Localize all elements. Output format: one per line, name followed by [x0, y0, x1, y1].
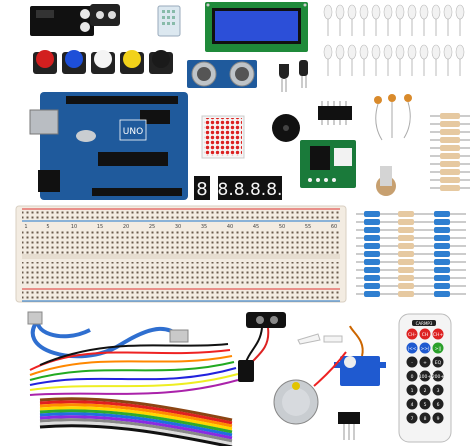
remote-btn-next — [419, 342, 431, 354]
bb-col-50: 50 — [279, 224, 285, 230]
remote-btn-plus — [419, 356, 431, 368]
resistor-array — [430, 113, 470, 191]
remote-btn-9 — [432, 412, 444, 424]
remote-label-prev: |<< — [407, 346, 416, 352]
jumper-wires — [29, 343, 239, 396]
remote-label-play: >|| — [435, 346, 442, 352]
remote-brand: CARMP3 — [416, 321, 433, 326]
bb-col-30: 30 — [175, 224, 181, 230]
remote-label-ch: CH — [422, 332, 429, 338]
remote-label-1: 1 — [411, 388, 414, 394]
bb-col-1: 1 — [24, 224, 27, 230]
battery-clip — [238, 312, 286, 382]
bb-col-40: 40 — [227, 224, 233, 230]
bb-col-25: 25 — [149, 224, 155, 230]
breadboard: 1 5 10 15 20 25 30 35 40 45 50 55 60 — [15, 205, 347, 303]
remote-btn-2 — [419, 384, 431, 396]
bb-col-55: 55 — [305, 224, 311, 230]
remote-btn-7 — [406, 412, 418, 424]
potentiometer — [376, 166, 396, 196]
led-rows — [323, 4, 465, 76]
led-strip-module — [90, 4, 120, 26]
remote-label-100: 100+ — [419, 374, 432, 380]
remote-label-2: 2 — [424, 388, 427, 394]
ic-chip — [318, 101, 352, 125]
remote-btn-ch — [419, 328, 431, 340]
remote-btn-0 — [406, 370, 418, 382]
arduino-uno-icon: UNO — [29, 92, 188, 200]
lcd-1602-icon — [205, 2, 308, 52]
remote-label-200: 200+ — [432, 374, 445, 380]
bb-col-45: 45 — [253, 224, 259, 230]
ribbon-cable — [39, 397, 233, 446]
board-label: UNO — [123, 127, 143, 137]
remote-btn-1 — [406, 384, 418, 396]
remote-btn-prev — [406, 342, 418, 354]
remote-label-6: 6 — [437, 402, 440, 408]
capacitor — [299, 60, 308, 88]
remote-btn-6 — [432, 398, 444, 410]
servo-horns — [297, 333, 343, 345]
bb-col-35: 35 — [201, 224, 207, 230]
bb-col-20: 20 — [123, 224, 129, 230]
remote-btn-4 — [406, 398, 418, 410]
remote-btn-chminus — [406, 328, 418, 340]
servo-motor-icon — [334, 325, 386, 386]
remote-btn-eq — [432, 356, 444, 368]
stepper-driver-board — [300, 140, 356, 188]
remote-label-chminus: CH- — [408, 332, 417, 338]
remote-btn-play — [432, 342, 444, 354]
stepper-motor-icon — [273, 351, 347, 425]
seven-segment-displays: 8 8.8.8.8. — [194, 176, 282, 200]
remote-label-8: 8 — [424, 416, 427, 422]
remote-btn-8 — [419, 412, 431, 424]
remote-btn-chplus — [432, 328, 444, 340]
remote-label-eq: EQ — [435, 360, 442, 366]
remote-btn-3 — [432, 384, 444, 396]
remote-label-next: >>| — [420, 346, 429, 352]
remote-label-minus: - — [411, 361, 413, 366]
remote-label-3: 3 — [437, 388, 440, 394]
remote-label-0: 0 — [411, 374, 414, 380]
usb-cable — [27, 311, 189, 359]
bb-col-15: 15 — [97, 224, 103, 230]
photoresistors — [374, 94, 412, 141]
remote-btn-minus — [406, 356, 418, 368]
remote-btn-200 — [432, 370, 444, 382]
led-matrix — [201, 115, 245, 159]
bb-col-5: 5 — [46, 224, 49, 230]
push-buttons — [33, 50, 173, 74]
segment-single: 8 — [196, 179, 207, 200]
ultrasonic-sensor — [187, 60, 257, 88]
bb-col-10: 10 — [71, 224, 77, 230]
remote-label-chplus: CH+ — [433, 332, 444, 338]
remote-label-7: 7 — [411, 416, 414, 422]
bb-col-60: 60 — [331, 224, 337, 230]
remote-label-5: 5 — [424, 402, 427, 408]
buzzer-icon — [272, 114, 300, 142]
remote-label-plus: + — [423, 360, 427, 366]
humidity-sensor — [157, 5, 181, 37]
remote-btn-100 — [419, 370, 431, 382]
remote-label-4: 4 — [411, 402, 414, 408]
remote-label-9: 9 — [437, 416, 440, 422]
resistor-grid — [356, 211, 466, 297]
transistor — [279, 64, 289, 92]
ir-receiver — [338, 412, 360, 440]
ir-sensor-module — [30, 6, 94, 36]
remote-btn-5 — [419, 398, 431, 410]
ir-remote-icon: CARMP3 CH- CH CH+ |<< >>| >|| - + EQ 0 1… — [398, 313, 452, 443]
segment-quad: 8.8.8.8. — [218, 180, 283, 200]
